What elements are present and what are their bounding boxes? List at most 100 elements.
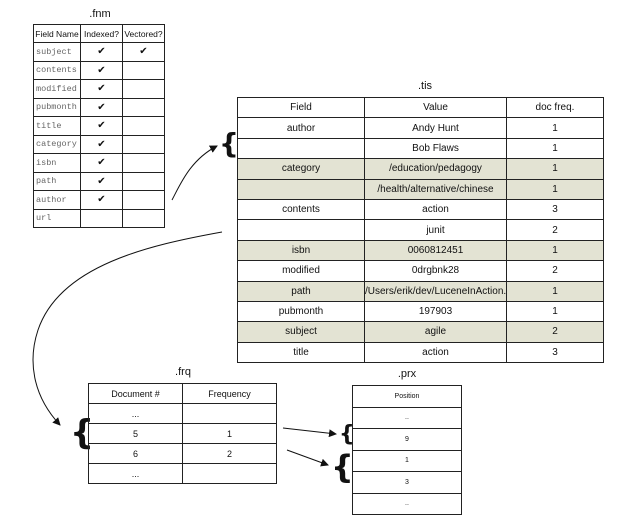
tis-doc-freq: 1 <box>506 137 604 160</box>
prx-header-position: Position <box>352 385 462 408</box>
fnm-indexed-check: ✔ <box>80 171 123 191</box>
fnm-field-name: modified <box>33 79 81 99</box>
tis-value: agile <box>364 321 507 343</box>
tis-field: isbn <box>237 239 365 262</box>
fnm-row: pubmonth✔ <box>33 97 165 117</box>
tis-field <box>237 178 365 200</box>
frq-freq <box>182 403 277 424</box>
fnm-indexed-check <box>80 208 123 228</box>
fnm-indexed-check: ✔ <box>80 190 123 210</box>
fnm-field-name: url <box>33 208 81 228</box>
tis-row: path/Users/erik/dev/LuceneInAction...1 <box>237 280 604 302</box>
prx-position: .. <box>352 406 462 429</box>
frq-freq: 2 <box>182 443 277 464</box>
prx-position: 1 <box>352 449 462 472</box>
tis-field: contents <box>237 198 365 221</box>
fnm-vectored-check <box>122 97 165 117</box>
frq-doc: 5 <box>88 423 183 444</box>
fnm-row: subject✔✔ <box>33 42 165 62</box>
prx-row: .. <box>352 492 462 515</box>
fnm-title: .fnm <box>89 8 111 20</box>
fnm-row: url <box>33 208 165 228</box>
tis-field: subject <box>237 321 365 343</box>
fnm-indexed-check: ✔ <box>80 97 123 117</box>
fnm-vectored-check <box>122 190 165 210</box>
frq-doc: ... <box>88 403 183 424</box>
frq-row: ... <box>88 403 277 424</box>
frq-freq <box>182 463 277 484</box>
tis-title: .tis <box>417 80 433 92</box>
tis-doc-freq: 2 <box>506 260 604 282</box>
tis-doc-freq: 1 <box>506 300 604 323</box>
tis-doc-freq: 3 <box>506 341 604 364</box>
prx-brace-2: { <box>331 448 354 486</box>
frq-to-prx-arrow-2 <box>286 449 329 467</box>
frq-doc: 6 <box>88 443 183 464</box>
prx-position: 9 <box>352 428 462 451</box>
tis-value: /health/alternative/chinese <box>364 178 507 200</box>
frq-freq: 1 <box>182 423 277 444</box>
tis-doc-freq: 3 <box>506 198 604 221</box>
fnm-indexed-check: ✔ <box>80 42 123 62</box>
frq-title: .frq <box>175 366 191 378</box>
fnm-vectored-check <box>122 153 165 173</box>
tis-doc-freq: 1 <box>506 158 604 180</box>
fnm-row: category✔ <box>33 134 165 154</box>
tis-field <box>237 137 365 160</box>
tis-value: action <box>364 341 507 364</box>
tis-doc-freq: 1 <box>506 117 604 139</box>
prx-row: 3 <box>352 471 462 494</box>
fnm-indexed-check: ✔ <box>80 153 123 173</box>
fnm-field-name: pubmonth <box>33 97 81 117</box>
fnm-field-name: category <box>33 134 81 154</box>
fnm-row: path✔ <box>33 171 165 191</box>
tis-header-doc-freq: doc freq. <box>506 96 604 119</box>
tis-value: Bob Flaws <box>364 137 507 160</box>
fnm-vectored-check <box>122 171 165 191</box>
fnm-vectored-check <box>122 208 165 228</box>
tis-doc-freq: 2 <box>506 219 604 241</box>
tis-field: title <box>237 341 365 364</box>
prx-position: 3 <box>352 471 462 494</box>
prx-row: 1 <box>352 449 462 472</box>
tis-doc-freq: 2 <box>506 321 604 343</box>
fnm-indexed-check: ✔ <box>80 134 123 154</box>
fnm-vectored-check <box>122 116 165 136</box>
prx-table: Position .. 9 1 3 .. <box>352 385 462 515</box>
fnm-vectored-check: ✔ <box>122 42 165 62</box>
fnm-vectored-check <box>122 134 165 154</box>
tis-field: pubmonth <box>237 300 365 323</box>
tis-doc-freq: 1 <box>506 280 604 302</box>
tis-value: Andy Hunt <box>364 117 507 139</box>
tis-value: 197903 <box>364 300 507 323</box>
fnm-row: contents✔ <box>33 60 165 80</box>
fnm-header-field-name: Field Name <box>33 24 81 43</box>
tis-field: path <box>237 280 365 302</box>
fnm-vectored-check <box>122 79 165 99</box>
tis-field: modified <box>237 260 365 282</box>
fnm-field-name: subject <box>33 42 81 62</box>
tis-field <box>237 219 365 241</box>
fnm-row: modified✔ <box>33 79 165 99</box>
tis-to-frq-arrow <box>32 231 223 426</box>
fnm-indexed-check: ✔ <box>80 60 123 80</box>
tis-header-value: Value <box>364 96 507 119</box>
prx-row: 9 <box>352 428 462 451</box>
tis-value: junit <box>364 219 507 241</box>
fnm-table: Field Name Indexed? Vectored? subject✔✔ … <box>33 24 165 228</box>
fnm-field-name: title <box>33 116 81 136</box>
fnm-header-indexed: Indexed? <box>80 24 123 43</box>
fnm-row: title✔ <box>33 116 165 136</box>
tis-field: category <box>237 158 365 180</box>
fnm-header-vectored: Vectored? <box>122 24 165 43</box>
tis-value: /Users/erik/dev/LuceneInAction... <box>364 280 507 302</box>
